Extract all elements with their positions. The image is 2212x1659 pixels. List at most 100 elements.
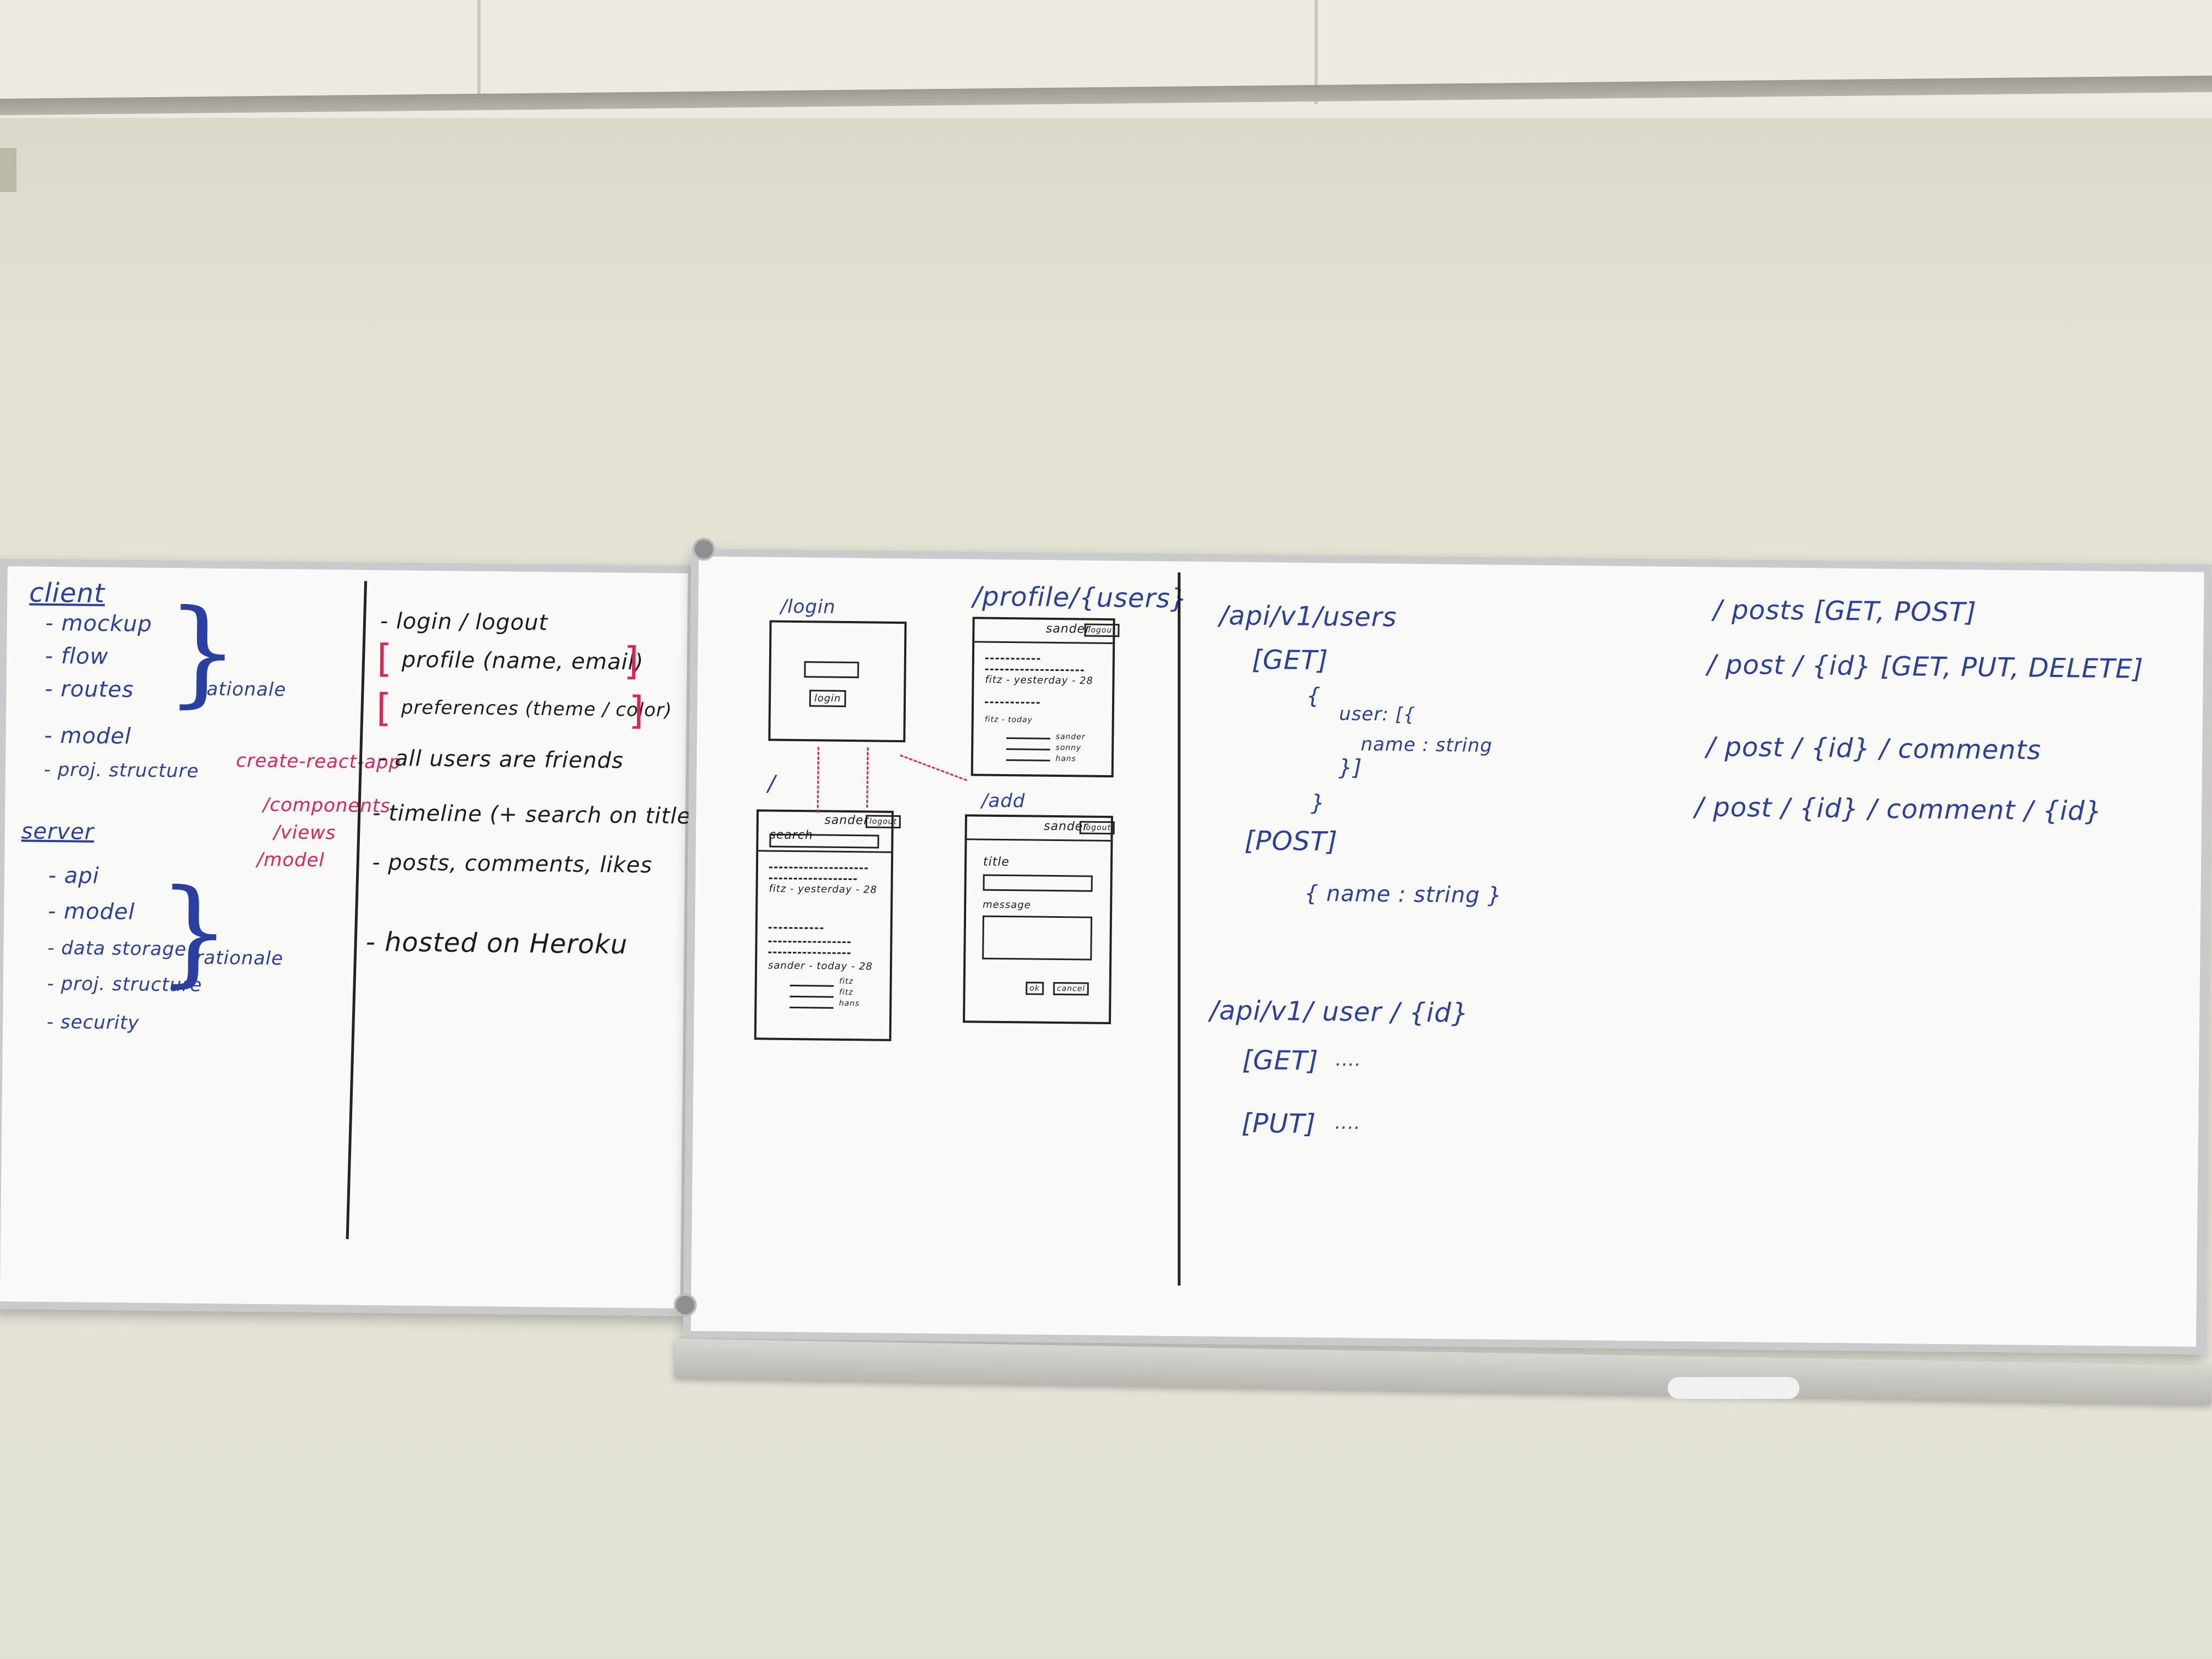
add-message-label: message bbox=[983, 899, 1031, 911]
api-users-post: [POST] bbox=[1244, 825, 1338, 857]
post-text bbox=[768, 951, 851, 955]
api-user-get-ellipsis: .... bbox=[1335, 1048, 1362, 1071]
home-entry: fitz - yesterday - 28 bbox=[769, 883, 877, 896]
route-login: /login bbox=[780, 595, 836, 618]
api-user-get: [GET] bbox=[1242, 1045, 1319, 1077]
message-field bbox=[982, 915, 1093, 961]
whiteboard-eraser bbox=[1668, 1377, 1799, 1399]
home-commenter: hans bbox=[839, 998, 860, 1008]
home-commenter: fitz bbox=[839, 977, 854, 986]
header-rule bbox=[974, 641, 1113, 645]
post-text bbox=[985, 701, 1040, 704]
login-field bbox=[804, 661, 859, 679]
red-bracket: [ bbox=[370, 685, 394, 731]
red-bracket: [ bbox=[371, 636, 395, 681]
client-item: - routes bbox=[44, 676, 134, 703]
api-users-close-inner: }] bbox=[1338, 755, 1363, 781]
post-text bbox=[768, 927, 823, 929]
api-users-user: user: [{ bbox=[1339, 703, 1416, 726]
profile-commenter: sonny bbox=[1056, 743, 1082, 753]
whiteboard-right: /login login /profile/{users} sander log… bbox=[682, 549, 2212, 1355]
comment-line bbox=[789, 1006, 834, 1009]
whiteboard-left: client - mockup - flow - routes - model … bbox=[0, 558, 708, 1317]
feature-item: - timeline (+ search on title ) bbox=[372, 800, 708, 830]
feature-item: - all users are friends bbox=[378, 746, 624, 774]
posts-route: / post / {id} / comments bbox=[1706, 731, 2041, 766]
profile-commenter: sander bbox=[1056, 732, 1086, 742]
api-users-route: /api/v1/users bbox=[1219, 600, 1397, 633]
client-item: - proj. structure bbox=[43, 758, 199, 782]
comment-line bbox=[1006, 759, 1051, 761]
add-ok-button: ok bbox=[1025, 981, 1044, 995]
add-mockup: sander logout title message ok cancel bbox=[962, 814, 1115, 1025]
home-logout: logout bbox=[865, 815, 901, 829]
feature-item: - posts, comments, likes bbox=[371, 850, 653, 878]
api-user-put-ellipsis: .... bbox=[1334, 1111, 1361, 1134]
api-users-get: [GET] bbox=[1251, 644, 1329, 676]
comment-line bbox=[1006, 737, 1051, 740]
profile-entry: fitz - today bbox=[984, 715, 1033, 725]
comment-line bbox=[789, 995, 834, 998]
client-item: - model bbox=[44, 723, 132, 749]
header-rule bbox=[967, 838, 1111, 842]
cra-title: create-react-app bbox=[235, 749, 402, 774]
server-rationale: rationale bbox=[195, 946, 284, 970]
posts-route: / posts [GET, POST] bbox=[1713, 594, 1977, 628]
api-user-put: [PUT] bbox=[1241, 1108, 1317, 1139]
profile-mockup: sander logout fitz - yesterday - 28 fitz… bbox=[970, 617, 1120, 778]
add-cancel-button: cancel bbox=[1053, 981, 1090, 996]
api-users-close: } bbox=[1310, 790, 1325, 816]
search-box bbox=[769, 833, 879, 849]
posts-route: / post / {id} / comment / {id} bbox=[1694, 792, 2103, 827]
server-item: - api bbox=[48, 862, 100, 889]
divider-line bbox=[346, 581, 368, 1239]
board-hinge bbox=[692, 538, 715, 561]
wall-fixture bbox=[0, 148, 16, 192]
add-title-label: title bbox=[983, 855, 1010, 870]
client-rationale: rationale bbox=[198, 678, 286, 701]
comment-line bbox=[789, 984, 834, 987]
cra-item: /model bbox=[257, 848, 325, 872]
route-profile: /profile/{users} bbox=[972, 581, 1188, 614]
login-button: login bbox=[809, 690, 847, 707]
ceiling-tile bbox=[0, 0, 481, 104]
server-heading: server bbox=[21, 819, 94, 845]
client-heading: client bbox=[29, 577, 105, 610]
feature-item: - login / logout bbox=[380, 608, 549, 636]
client-item: - mockup bbox=[45, 610, 153, 637]
cra-item: /views bbox=[273, 821, 336, 844]
profile-entry: fitz - yesterday - 28 bbox=[985, 674, 1093, 687]
comment-line bbox=[1006, 748, 1051, 751]
home-user: sander bbox=[824, 813, 870, 828]
add-logout: logout bbox=[1079, 821, 1115, 835]
post-text bbox=[985, 657, 1040, 660]
server-item: - model bbox=[48, 898, 136, 925]
profile-commenter: hans bbox=[1055, 754, 1076, 764]
feature-item: profile (name, email) bbox=[401, 647, 644, 675]
api-user-route: /api/v1/ user / {id} bbox=[1209, 995, 1469, 1029]
flow-arrow bbox=[866, 747, 869, 808]
route-add: /add bbox=[981, 789, 1025, 812]
api-users-post-body: { name : string } bbox=[1304, 881, 1503, 909]
flow-arrow bbox=[900, 754, 967, 781]
route-home: / bbox=[768, 771, 776, 797]
title-field bbox=[983, 874, 1093, 892]
post-text bbox=[768, 940, 851, 944]
red-bracket: ] bbox=[625, 687, 650, 733]
post-text bbox=[769, 866, 868, 870]
ceiling bbox=[0, 0, 2212, 118]
post-text bbox=[769, 877, 857, 881]
header-rule bbox=[758, 850, 891, 853]
divider-line bbox=[1177, 572, 1181, 1286]
flow-arrow bbox=[816, 747, 820, 813]
posts-route: / post / {id} [GET, PUT, DELETE] bbox=[1707, 649, 2144, 685]
api-users-open: { bbox=[1306, 683, 1321, 709]
home-entry: sander - today - 28 bbox=[768, 960, 873, 973]
server-item: - security bbox=[46, 1011, 140, 1034]
cra-item: /components bbox=[263, 794, 391, 817]
client-item: - flow bbox=[44, 643, 109, 670]
api-users-name: name : string bbox=[1361, 733, 1493, 757]
feature-item: - hosted on Heroku bbox=[365, 927, 628, 961]
red-bracket: ] bbox=[620, 638, 645, 684]
board-hinge bbox=[674, 1294, 697, 1317]
